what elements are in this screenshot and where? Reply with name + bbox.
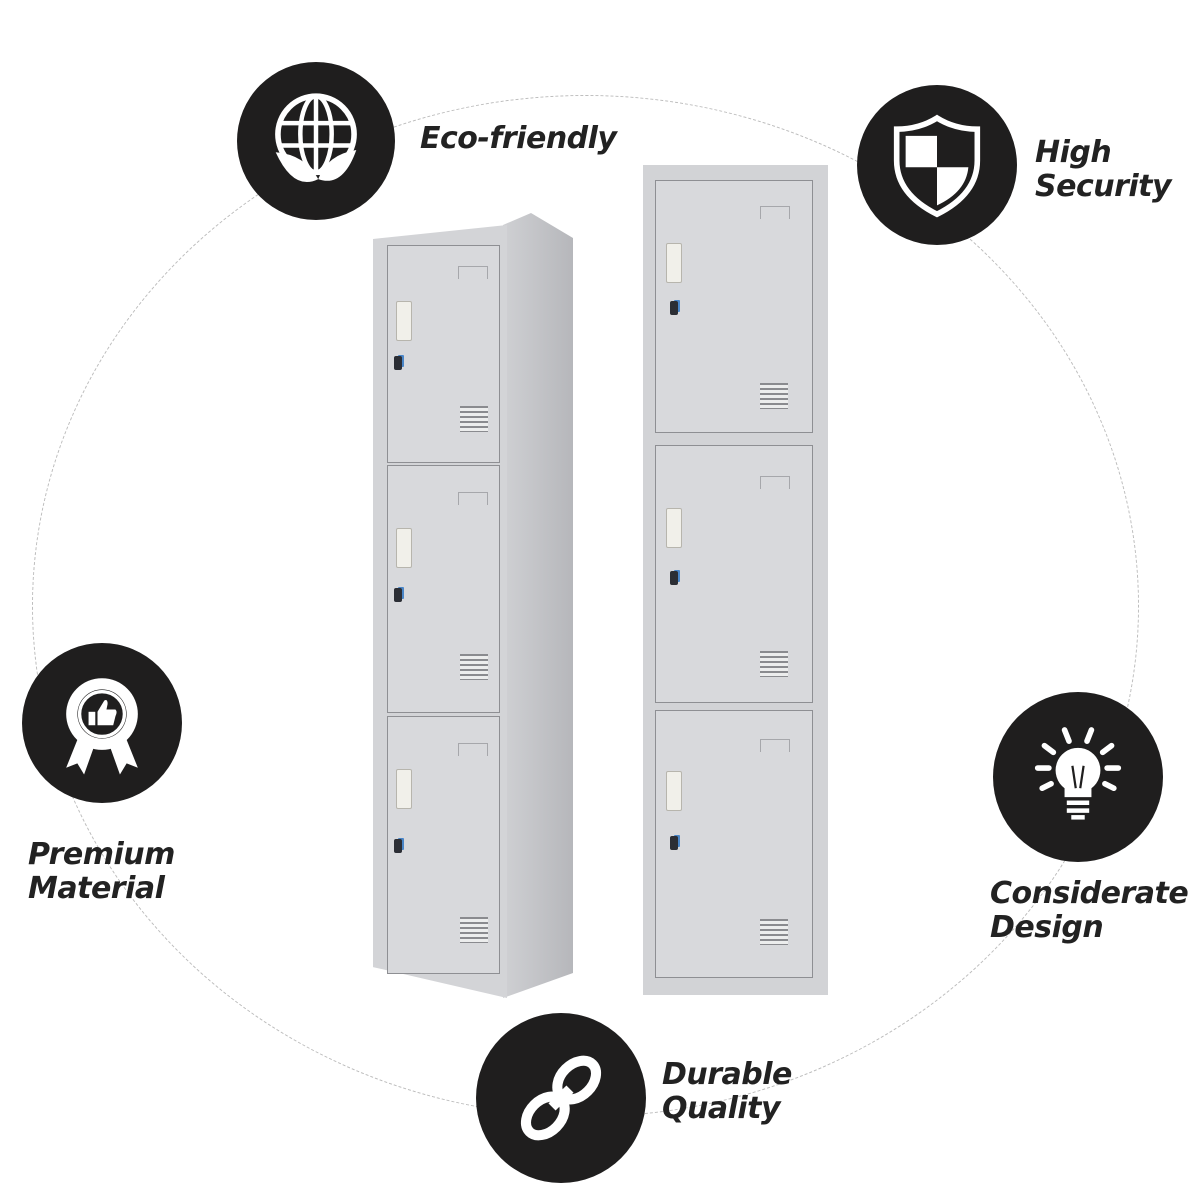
vent-louvres [460,917,488,943]
locker-door-top[interactable] [655,180,813,433]
door-handle[interactable] [666,243,682,283]
locker-door-bottom[interactable] [387,716,500,974]
vent-louvres [460,406,488,432]
locker-door-middle[interactable] [655,445,813,703]
door-handle[interactable] [396,769,412,809]
name-plate [458,266,488,279]
globe-leaf-icon [275,93,357,183]
high-security-label: High Security [1035,135,1172,204]
locker-door-bottom[interactable] [655,710,813,978]
eco-friendly-badge [237,62,395,220]
name-plate [458,743,488,756]
key-lock-icon[interactable] [670,301,678,315]
locker-door-middle[interactable] [387,465,500,713]
award-ribbon-thumbs-up-icon [66,678,138,775]
durable-quality-badge [476,1013,646,1183]
high-security-badge [857,85,1017,245]
eco-friendly-label: Eco-friendly [420,121,617,156]
key-lock-icon[interactable] [670,571,678,585]
name-plate [458,492,488,505]
lightbulb-icon [1034,727,1122,820]
considerate-design-badge [993,692,1163,862]
locker-angled-view [373,213,573,998]
premium-material-badge [22,643,182,803]
durable-quality-label: Durable Quality [662,1057,792,1126]
locker-front-view [643,165,828,995]
key-lock-icon[interactable] [394,588,402,602]
key-lock-icon[interactable] [670,836,678,850]
key-lock-icon[interactable] [394,839,402,853]
key-lock-icon[interactable] [394,356,402,370]
door-handle[interactable] [666,771,682,811]
door-handle[interactable] [396,301,412,341]
vent-louvres [760,383,788,409]
vent-louvres [760,919,788,945]
shield-icon [893,114,981,218]
chain-link-icon [520,1055,602,1141]
locker-door-top[interactable] [387,245,500,463]
premium-material-label: Premium Material [28,837,175,906]
name-plate [760,476,790,489]
name-plate [760,739,790,752]
vent-louvres [760,651,788,677]
locker-side-panel [503,213,573,998]
door-handle[interactable] [666,508,682,548]
door-handle[interactable] [396,528,412,568]
name-plate [760,206,790,219]
considerate-design-label: Considerate Design [990,876,1189,945]
dashed-circle-decoration [32,95,1139,1117]
vent-louvres [460,654,488,680]
